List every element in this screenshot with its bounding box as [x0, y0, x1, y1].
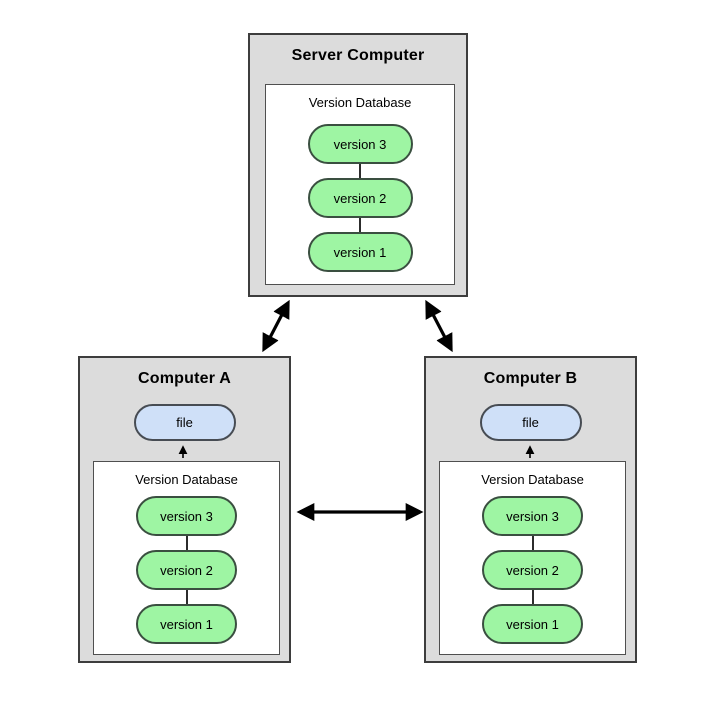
server-computer-title: Server Computer — [291, 47, 425, 64]
version-database-label: Version Database — [135, 472, 238, 487]
version-pill: version 1 — [482, 604, 583, 644]
version-pill: version 1 — [307, 232, 413, 272]
server-version-database-box: Version Database version 3 version 2 ver… — [265, 84, 455, 285]
version-pill: version 2 — [482, 550, 583, 590]
sync-arrow-server-computer-b-icon — [425, 299, 453, 353]
version-link-line — [531, 536, 534, 550]
version-link-line — [359, 218, 361, 232]
version-link-line — [185, 590, 188, 604]
version-link-line — [359, 164, 361, 178]
computer-b-box: Computer B file Version Database version… — [424, 356, 637, 663]
version-pill: version 2 — [136, 550, 237, 590]
server-computer-box: Server Computer Version Database version… — [248, 33, 468, 297]
version-link-line — [185, 536, 188, 550]
version-stack: version 3 version 2 version 1 — [94, 496, 279, 644]
version-pill: version 3 — [136, 496, 237, 536]
computer-a-box: Computer A file Version Database version… — [78, 356, 291, 663]
computer-a-version-database-box: Version Database version 3 version 2 ver… — [93, 461, 280, 655]
computer-b-title: Computer B — [483, 370, 578, 387]
file-pill: file — [133, 404, 236, 441]
file-pill: file — [479, 404, 582, 441]
version-database-label: Version Database — [308, 95, 412, 110]
version-stack: version 3 version 2 version 1 — [266, 124, 454, 272]
version-pill: version 1 — [136, 604, 237, 644]
computer-b-version-database-box: Version Database version 3 version 2 ver… — [439, 461, 626, 655]
version-pill: version 3 — [307, 124, 413, 164]
version-database-label: Version Database — [481, 472, 584, 487]
version-stack: version 3 version 2 version 1 — [440, 496, 625, 644]
computer-a-title: Computer A — [138, 370, 231, 387]
version-pill: version 3 — [482, 496, 583, 536]
sync-arrow-server-computer-a-icon — [262, 299, 290, 353]
version-link-line — [531, 590, 534, 604]
version-pill: version 2 — [307, 178, 413, 218]
